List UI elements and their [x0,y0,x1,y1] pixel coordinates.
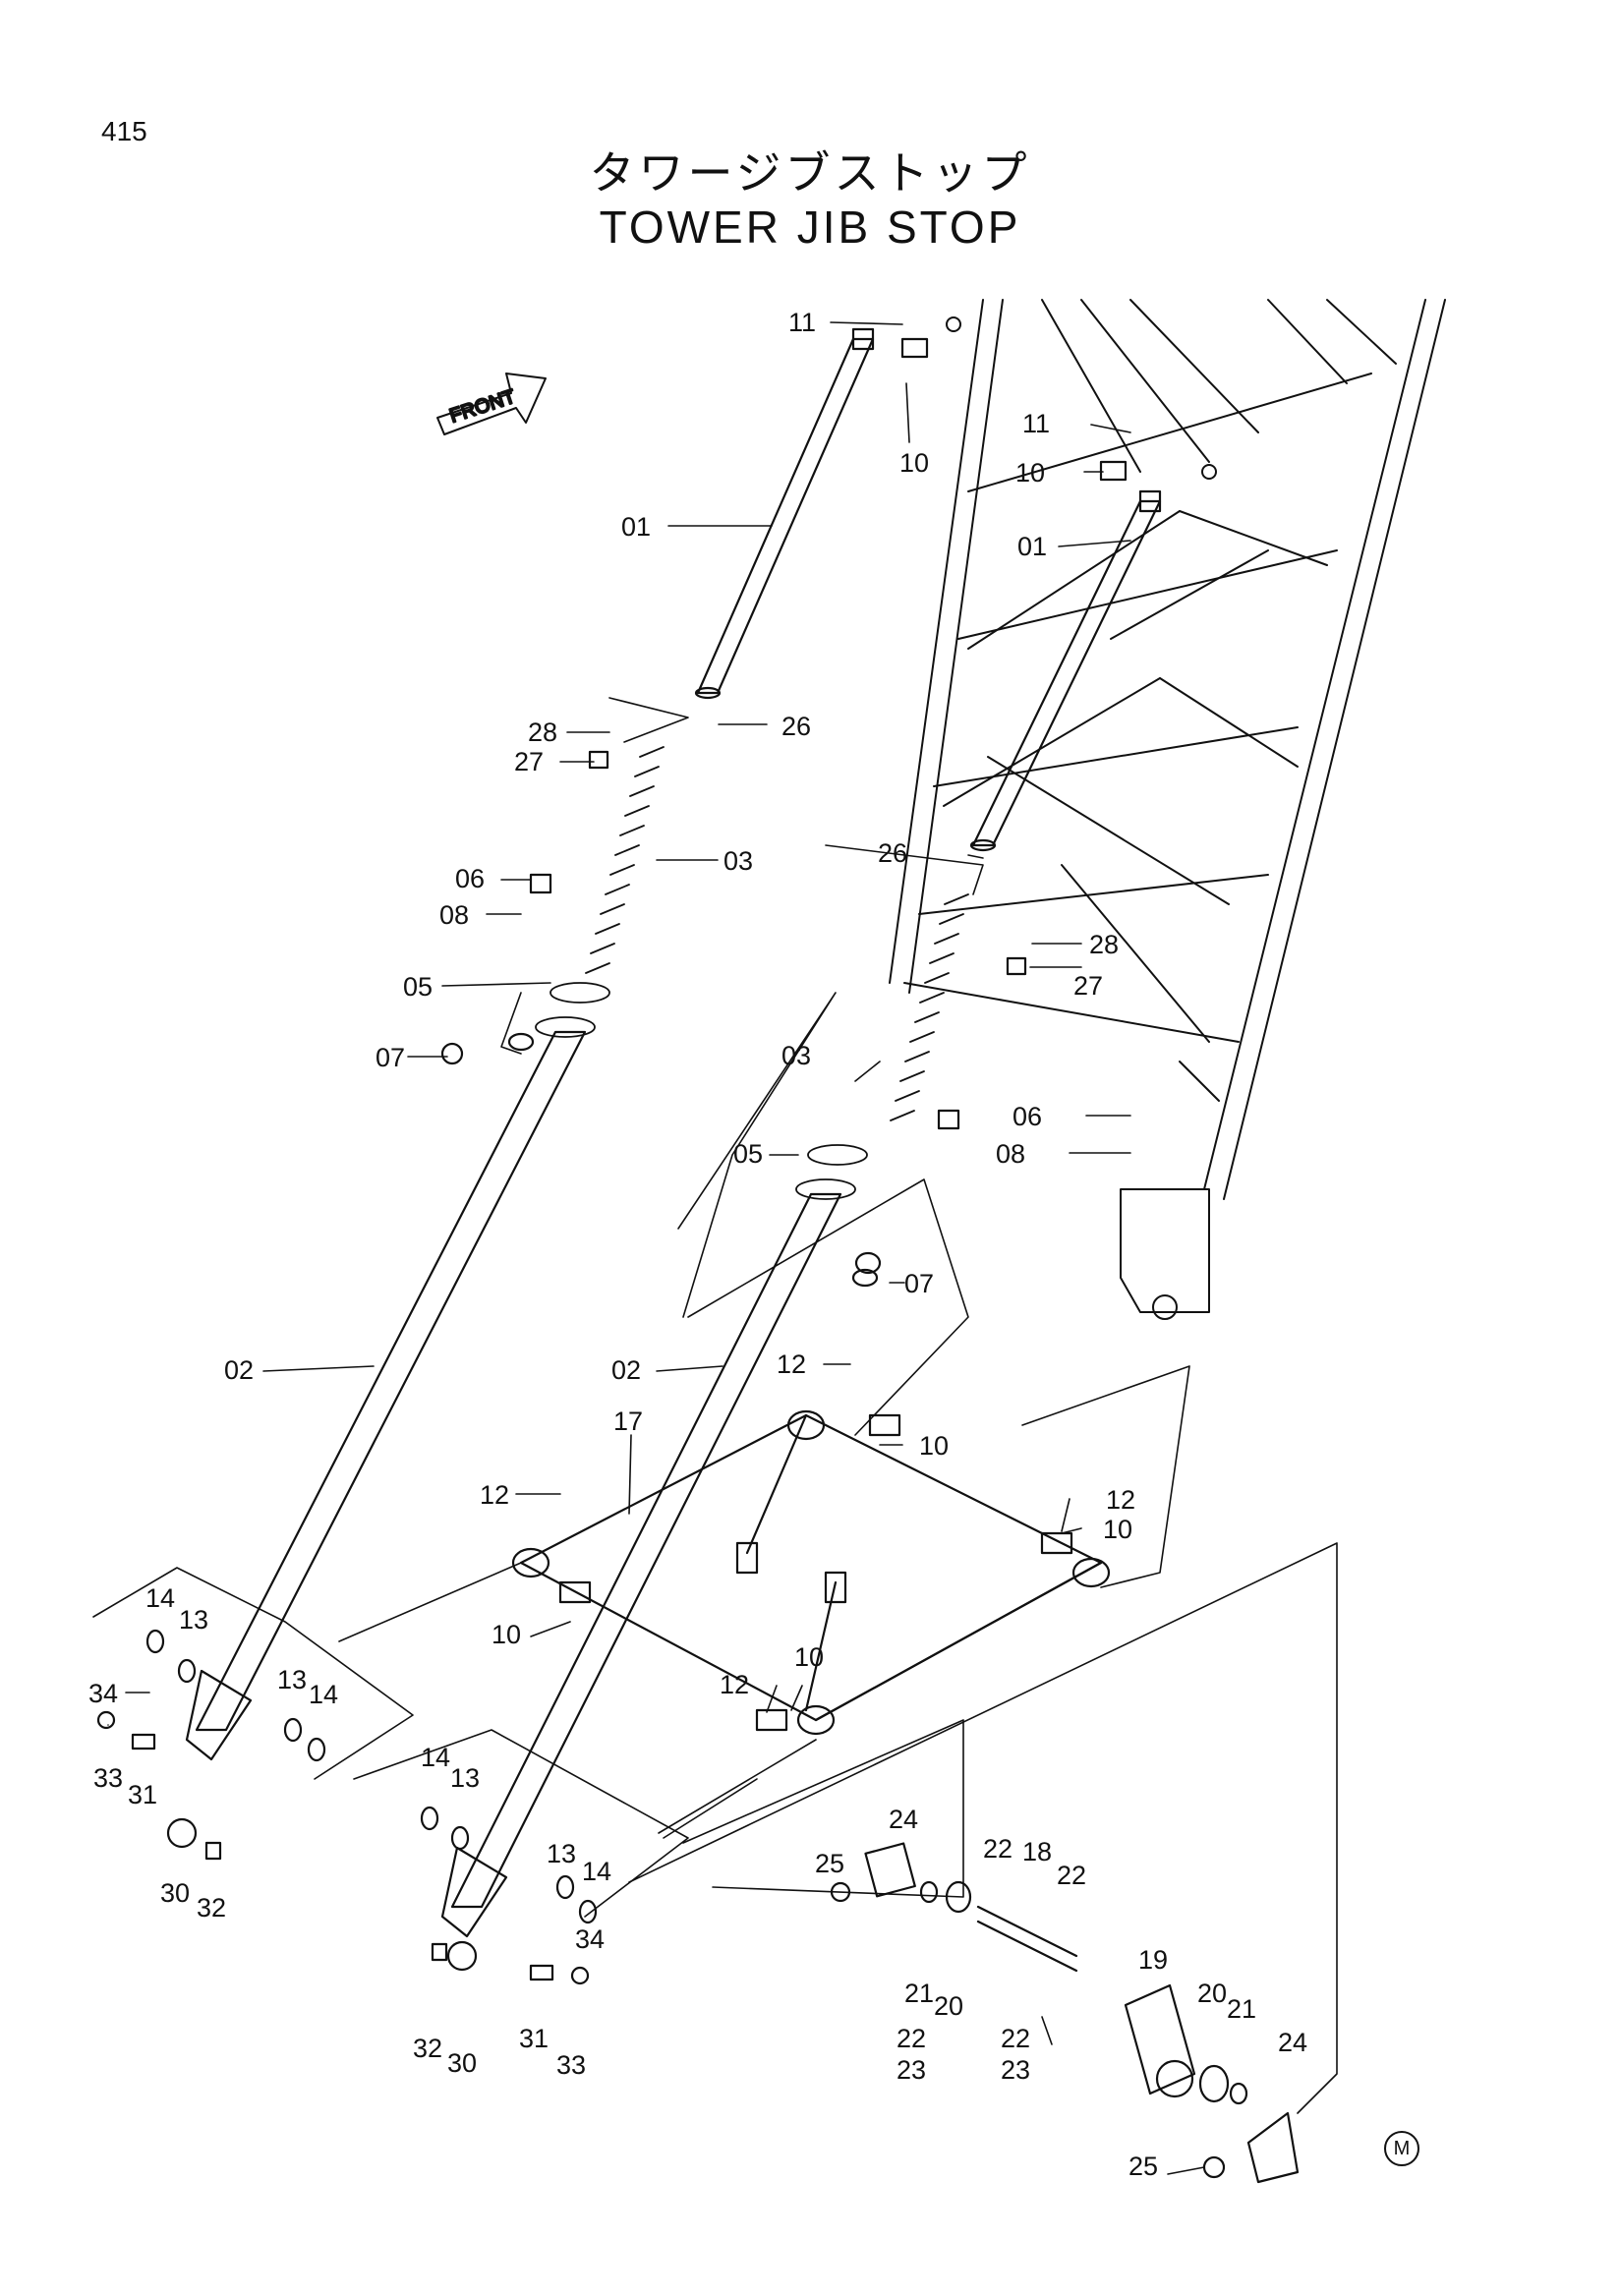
callout-10: 10 [899,448,929,478]
tower-lattice [889,299,1446,1320]
callout-30: 30 [160,1878,190,1908]
callout-34: 34 [88,1679,118,1708]
callout-14: 14 [145,1583,175,1613]
callout-12: 12 [777,1349,806,1379]
callout-14: 14 [421,1743,450,1772]
callout-25: 25 [1128,2152,1158,2181]
callout-23: 23 [1001,2055,1030,2085]
callout-03: 03 [781,1041,811,1070]
callout-32: 32 [197,1893,226,1923]
callout-23: 23 [897,2055,926,2085]
callout-20: 20 [1197,1979,1227,2008]
callout-08: 08 [439,900,469,930]
callout-10: 10 [492,1620,521,1649]
callout-33: 33 [93,1763,123,1793]
upper-rod-right [969,489,1162,852]
spring-left [535,746,665,1038]
revision-mark-icon: M [1384,2131,1419,2166]
callout-22: 22 [1057,1861,1086,1890]
callout-28: 28 [1089,930,1119,959]
callout-24: 24 [889,1805,918,1834]
callout-06: 06 [455,864,485,893]
page-number: 415 [101,116,147,146]
callout-13: 13 [547,1839,576,1868]
callout-30: 30 [447,2048,477,2078]
diagram-title-japanese: タワージブストップ [589,146,1031,200]
callout-17: 17 [613,1406,643,1436]
callout-27: 27 [1073,971,1103,1001]
callout-10: 10 [919,1431,949,1461]
callout-10: 10 [794,1642,824,1672]
spring-right [795,893,969,1200]
frame-assembly [511,1409,1111,1736]
callout-26: 26 [781,712,811,741]
callout-32: 32 [413,2034,442,2063]
roller-assembly [830,1842,1300,2184]
callout-02: 02 [224,1355,254,1385]
callout-28: 28 [528,718,557,747]
upper-rod-left [694,327,875,700]
callout-01: 01 [621,512,651,542]
callout-21: 21 [904,1979,934,2008]
callout-13: 13 [450,1763,480,1793]
callout-31: 31 [128,1780,157,1809]
callout-08: 08 [996,1139,1025,1169]
callout-07: 07 [376,1043,405,1072]
callout-13: 13 [179,1605,208,1635]
small-parts [96,337,1128,1985]
callout-02: 02 [611,1355,641,1385]
callout-12: 12 [1106,1485,1135,1515]
callout-18: 18 [1022,1837,1052,1866]
callout-07: 07 [904,1269,934,1298]
assembly-guide-lines [92,697,1338,2114]
callout-27: 27 [514,747,544,776]
diagram-title-english: TOWER JIB STOP [599,201,1021,253]
callout-34: 34 [575,1924,605,1954]
callout-25: 25 [815,1849,844,1878]
callout-03: 03 [723,846,753,876]
callout-14: 14 [582,1857,611,1886]
callout-10: 10 [1015,458,1045,488]
callout-10: 10 [1103,1515,1132,1544]
callout-labels: 11 10 11 10 01 01 26 28 27 03 06 08 05 0… [88,308,1307,2181]
callout-33: 33 [556,2050,586,2080]
callout-22: 22 [1001,2024,1030,2053]
callout-31: 31 [519,2024,549,2053]
callout-19: 19 [1138,1945,1168,1975]
callout-26: 26 [878,838,907,868]
callout-21: 21 [1227,1994,1256,2024]
callout-06: 06 [1012,1102,1042,1131]
callout-13: 13 [277,1665,307,1694]
callout-05: 05 [403,972,433,1002]
callout-05: 05 [733,1139,763,1169]
callout-11: 11 [1022,409,1050,438]
lower-rod-left [185,1030,587,1761]
callout-12: 12 [480,1480,509,1510]
callout-14: 14 [309,1680,338,1709]
lower-rod-right [440,1192,842,1938]
callout-12: 12 [720,1670,749,1699]
callout-leaders [107,321,1205,2175]
callout-22: 22 [897,2024,926,2053]
callout-20: 20 [934,1991,963,2021]
callout-22: 22 [983,1834,1012,1864]
front-arrow-icon: FRONT [436,373,547,435]
callout-11: 11 [788,308,816,337]
callout-24: 24 [1278,2028,1307,2057]
callout-01: 01 [1017,532,1047,561]
